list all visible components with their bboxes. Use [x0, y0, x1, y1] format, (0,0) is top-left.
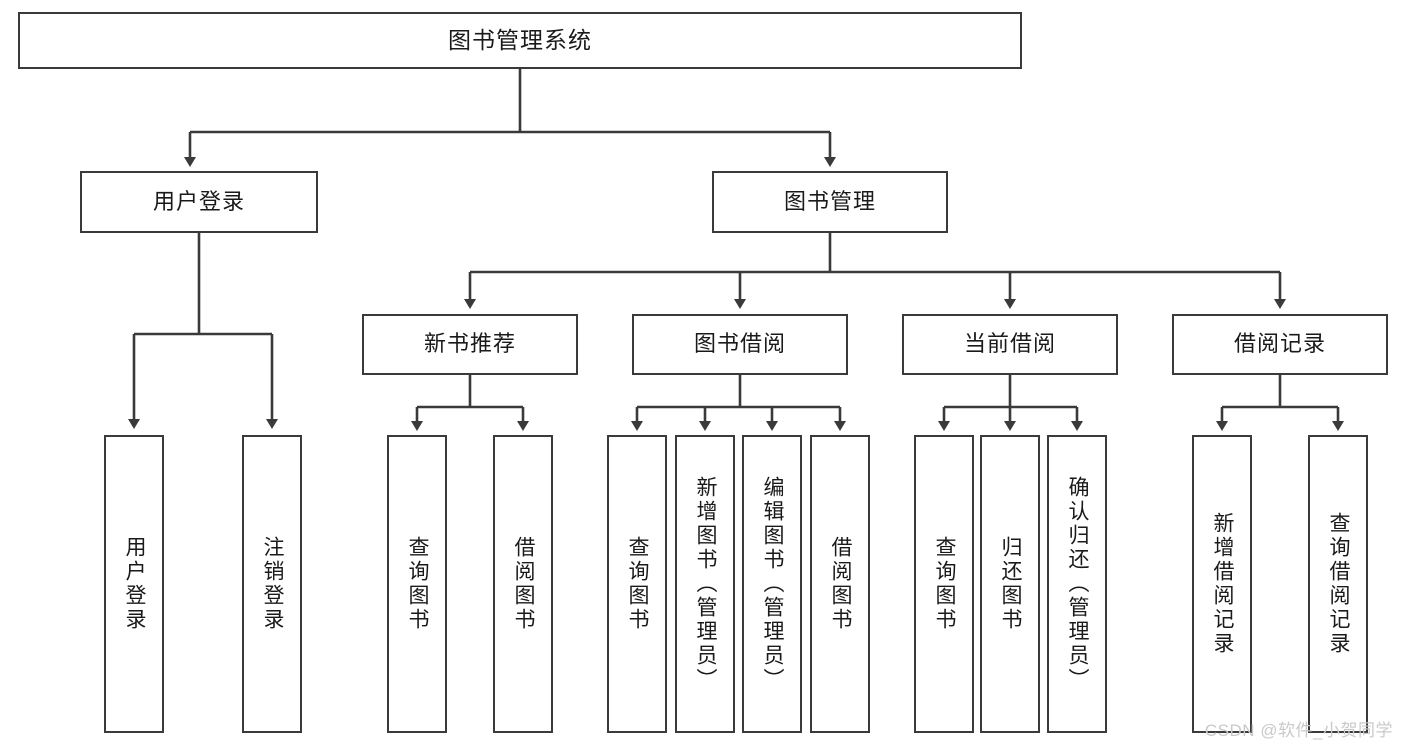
- node-book-borrow[interactable]: 图书借阅: [632, 314, 848, 375]
- node-user-login[interactable]: 用户登录: [80, 171, 318, 233]
- node-label: 注销登录: [261, 536, 285, 632]
- node-root-system[interactable]: 图书管理系统: [18, 12, 1022, 69]
- node-label: 图书管理: [783, 188, 876, 214]
- leaf-current-return-book[interactable]: 归还图书: [980, 435, 1040, 733]
- node-label: 查询图书: [406, 536, 430, 632]
- node-label: 查询图书: [933, 536, 957, 632]
- node-label: 当前借阅: [963, 331, 1056, 357]
- csdn-watermark: CSDN @软件_小贺同学: [1204, 721, 1393, 740]
- leaf-record-add-record[interactable]: 新增借阅记录: [1192, 435, 1252, 733]
- leaf-user-login-signout[interactable]: 注销登录: [242, 435, 302, 733]
- node-label: 图书管理系统: [448, 26, 592, 53]
- node-label: 确认归还（管理员）: [1066, 476, 1090, 692]
- leaf-borrow-edit-book-admin[interactable]: 编辑图书（管理员）: [742, 435, 802, 733]
- node-label: 借阅图书: [512, 536, 536, 632]
- node-label: 归还图书: [999, 536, 1023, 632]
- node-label: 借阅记录: [1233, 331, 1326, 357]
- leaf-borrow-query-book[interactable]: 查询图书: [607, 435, 667, 733]
- node-label: 新增图书（管理员）: [694, 476, 718, 692]
- node-label: 借阅图书: [829, 536, 853, 632]
- leaf-recommend-borrow-book[interactable]: 借阅图书: [493, 435, 553, 733]
- node-new-book-recommend[interactable]: 新书推荐: [362, 314, 578, 375]
- node-book-management[interactable]: 图书管理: [712, 171, 948, 233]
- node-label: 用户登录: [152, 188, 245, 214]
- leaf-current-confirm-return-admin[interactable]: 确认归还（管理员）: [1047, 435, 1107, 733]
- node-label: 查询借阅记录: [1327, 512, 1351, 656]
- node-label: 图书借阅: [693, 331, 786, 357]
- node-label: 查询图书: [626, 536, 650, 632]
- node-label: 新增借阅记录: [1211, 512, 1235, 656]
- leaf-borrow-add-book-admin[interactable]: 新增图书（管理员）: [675, 435, 735, 733]
- node-borrow-record[interactable]: 借阅记录: [1172, 314, 1388, 375]
- node-label: 新书推荐: [423, 331, 516, 357]
- node-label: 编辑图书（管理员）: [761, 476, 785, 692]
- node-current-borrow[interactable]: 当前借阅: [902, 314, 1118, 375]
- leaf-recommend-query-book[interactable]: 查询图书: [387, 435, 447, 733]
- leaf-borrow-borrow-book[interactable]: 借阅图书: [810, 435, 870, 733]
- leaf-record-query-record[interactable]: 查询借阅记录: [1308, 435, 1368, 733]
- node-label: 用户登录: [123, 536, 147, 632]
- leaf-current-query-book[interactable]: 查询图书: [914, 435, 974, 733]
- leaf-user-login-signin[interactable]: 用户登录: [104, 435, 164, 733]
